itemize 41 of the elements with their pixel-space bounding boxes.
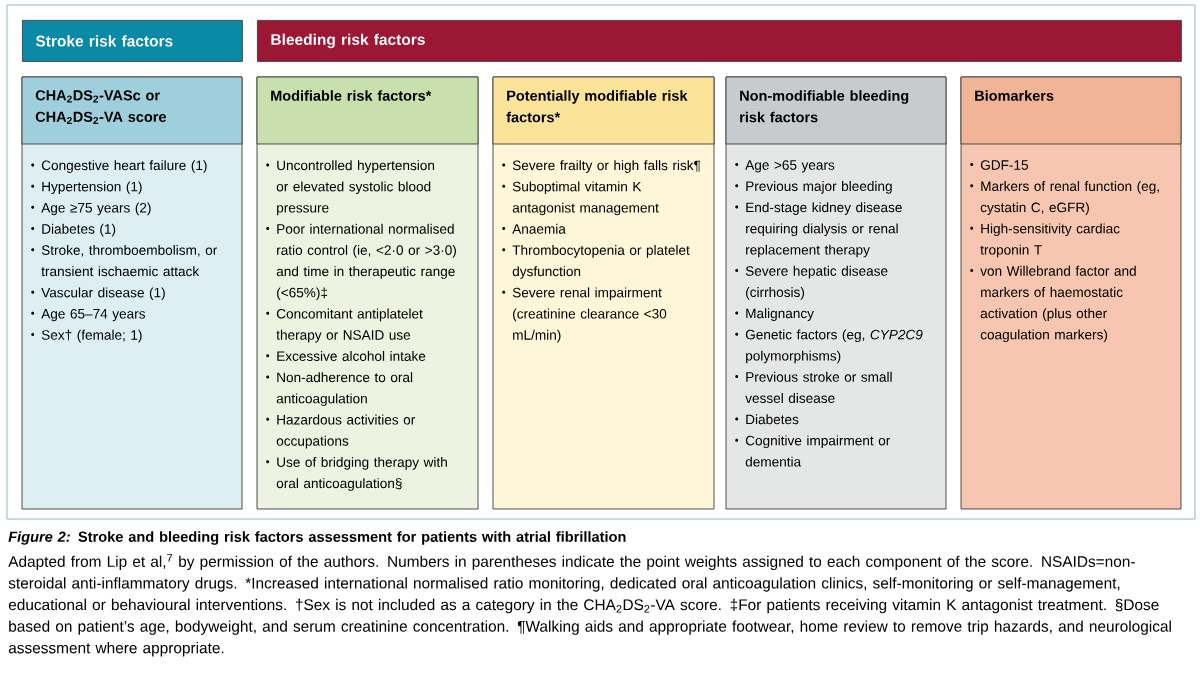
column-heading: Potentially modifiable risk factors*: [492, 76, 715, 145]
bullet-item: Sex† (female; 1): [31, 329, 142, 343]
section-band: Stroke risk factors: [22, 20, 243, 62]
bullet-item: Diabetes: [735, 414, 799, 425]
bullet-item: Thrombocytopenia or platelet dysfunction: [502, 245, 690, 279]
bullet-item: Excessive alcohol intake: [266, 351, 426, 361]
column-heading: CHA$_{2}$DS$_{2}$-VASc or CHA$_{2}$DS$_{2}$-VA score: [21, 76, 243, 145]
column-heading: Modifiable risk factors*: [256, 76, 479, 145]
bullet-item: Age >65 years: [735, 160, 835, 173]
bullet-item: Malignancy: [735, 308, 814, 321]
bullet-item: Stroke, thromboembolism, or transient ischaemic attack: [31, 245, 218, 277]
bullet-item: Age 65–74 years: [31, 308, 146, 322]
bullet-item: Markers of renal function (eg, cystatin C, eGFR): [970, 181, 1159, 215]
bullet-item: Suboptimal vitamin K antagonist management: [502, 181, 659, 216]
bullet-item: Diabetes (1): [31, 223, 116, 237]
bullet-item: Poor international normalised ratio control (ie, <2·0 or >3·0) and time in therapeutic range (<65%)‡: [266, 223, 456, 301]
bullet-item: Cognitive impairment or dementia: [735, 435, 891, 467]
bullet-item: Hypertension (1): [31, 181, 142, 195]
section-band: Bleeding risk factors: [257, 20, 1182, 62]
bullet-item: Age ≥75 years (2): [31, 202, 151, 216]
bullet-item: Previous major bleeding: [735, 181, 892, 194]
bullet-item: End-stage kidney disease requiring dialysis or renal replacement therapy: [735, 202, 902, 258]
bullet-item: Vascular disease (1): [31, 287, 165, 301]
bullet-item: Use of bridging therapy with oral anticoagulation§: [266, 457, 447, 491]
bullet-item: Severe hepatic disease (cirrhosis): [735, 265, 888, 300]
bullet-item: Severe frailty or high falls risk¶: [502, 160, 701, 173]
column-heading: Non-modifiable bleeding risk factors: [725, 76, 947, 145]
bullet-item: Concomitant antiplatelet therapy or NSAID use: [266, 308, 423, 343]
bullet-item: Previous stroke or small vessel disease: [735, 371, 892, 403]
bullet-item: GDF-15: [970, 160, 1028, 170]
bullet-item: Congestive heart failure (1): [31, 160, 207, 173]
bullet-item: Uncontrolled hypertension or elevated systolic blood pressure: [266, 160, 435, 216]
bullet-item: Hazardous activities or occupations: [266, 414, 415, 449]
figure-title: Figure 2: Stroke and bleeding risk factors assessment for patients with atrial fibrillation: [8, 531, 626, 545]
bullet-item: von Willebrand factor and markers of haemostatic activation (plus other coagulation markers): [970, 265, 1136, 343]
column-heading: Biomarkers: [960, 76, 1182, 145]
bullet-item: Anaemia: [502, 223, 566, 234]
bullet-item: Non-adherence to oral anticoagulation: [266, 372, 413, 407]
bullet-item: Genetic factors (eg, CYP2C9 polymorphisms): [735, 329, 923, 364]
figure-caption: Adapted from Lip et al,$^{7}$ by permission of the authors. Numbers in parentheses indicate the point weights assigned to each component of the score. NSAIDs=non-steroidal anti-inflammatory drugs. *Increased international normalised ratio monitoring, dedicated oral anticoagulation clinics, self-monitoring or self-management, educational or behavioural interventions. †Sex is not included as a category in the CHA$_{2}$DS$_{2}$-VA score. ‡For patients receiving vitamin K antagonist treatment. §Dose based on patient’s age, bodyweight, and serum creatinine concentration. ¶Walking aids and appropriate footwear, home review to remove trip hazards, and neurological assessment where appropriate.: [8, 554, 1171, 657]
bullet-item: Severe renal impairment (creatinine clearance <30 mL/min): [502, 287, 667, 343]
